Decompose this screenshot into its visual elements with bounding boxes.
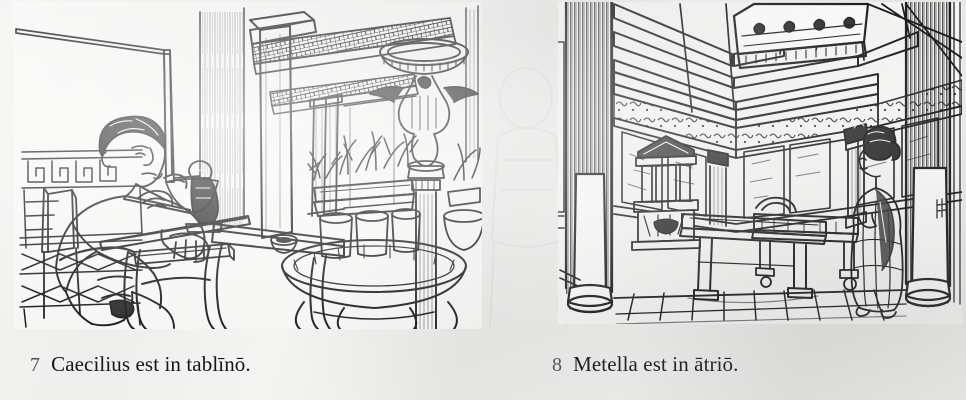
artist-signature xyxy=(936,198,948,219)
illustration-metella-atrium xyxy=(558,2,962,324)
caption-text-8: Metella est in ātriō. xyxy=(573,352,739,376)
caption-figure-8: 8 Metella est in ātriō. xyxy=(552,352,739,377)
sandal xyxy=(109,299,135,319)
foreground-column-left xyxy=(558,2,614,314)
caption-figure-7: 7 Caecilius est in tablīnō. xyxy=(30,352,251,377)
caption-text-7: Caecilius est in tablīnō. xyxy=(51,352,251,376)
caption-number-7: 7 xyxy=(30,354,41,376)
caption-number-8: 8 xyxy=(552,354,563,376)
illustration-caecilius-tablinum xyxy=(14,2,482,329)
